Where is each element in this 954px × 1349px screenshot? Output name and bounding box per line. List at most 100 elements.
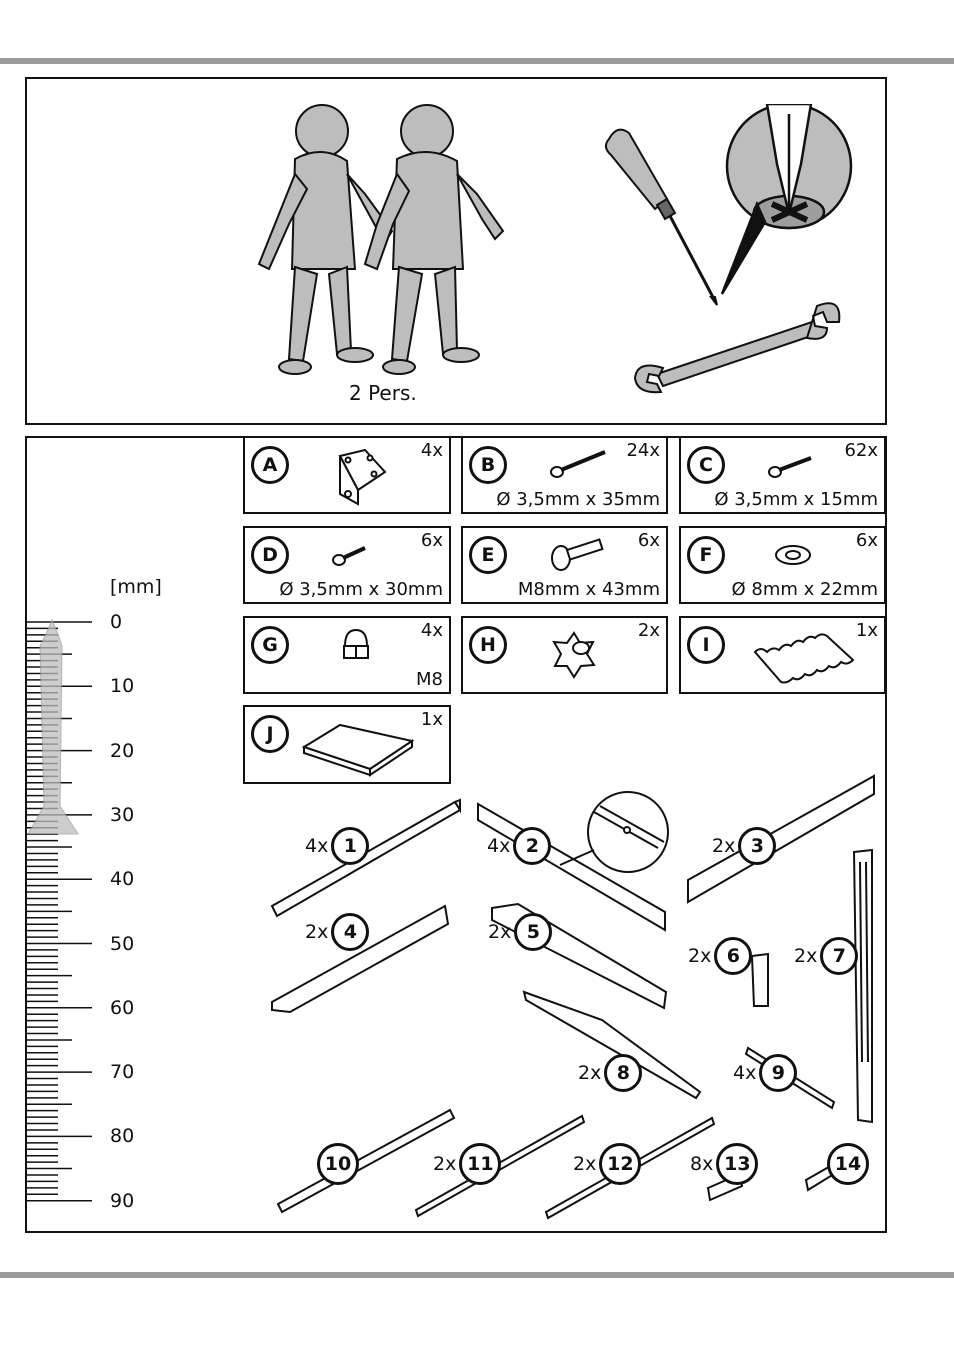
hardware-letter: F bbox=[687, 536, 725, 574]
hardware-qty: 2x bbox=[637, 620, 660, 641]
hardware-qty: 4x bbox=[420, 440, 443, 461]
hardware-letter: I bbox=[687, 626, 725, 664]
hardware-dimension: M8 bbox=[416, 669, 443, 690]
ruler-tick-label: 10 bbox=[110, 675, 135, 698]
plate-icon bbox=[301, 723, 415, 777]
people-count-label: 2 Pers. bbox=[349, 381, 417, 405]
part-number: 9 bbox=[759, 1054, 798, 1092]
hardware-box-h: H 2x bbox=[461, 616, 668, 694]
part-number: 14 bbox=[827, 1143, 869, 1185]
screw-head-detail-icon bbox=[720, 104, 853, 295]
hardware-qty: 24x bbox=[626, 440, 660, 461]
medium-screw-icon bbox=[332, 546, 366, 566]
angle-bracket-icon bbox=[338, 448, 387, 506]
screw-gauge-icon bbox=[27, 618, 79, 835]
hardware-dimension: Ø 3,5mm x 15mm bbox=[714, 489, 878, 510]
hardware-qty: 4x bbox=[420, 620, 443, 641]
hardware-box-c: C 62x Ø 3,5mm x 15mm bbox=[679, 436, 886, 514]
part-qty: 8x bbox=[690, 1153, 714, 1175]
hardware-box-f: F 6x Ø 8mm x 22mm bbox=[679, 526, 886, 604]
hardware-letter: C bbox=[687, 446, 725, 484]
part-qty: 2x bbox=[794, 945, 818, 967]
hardware-box-e: E 6x M8mm x 43mm bbox=[461, 526, 668, 604]
ruler-tick-label: 80 bbox=[110, 1125, 135, 1148]
hardware-box-j: J 1x bbox=[243, 705, 451, 784]
part-qty: 4x bbox=[487, 835, 511, 857]
ruler-tick-label: 90 bbox=[110, 1189, 135, 1212]
hardware-letter: B bbox=[469, 446, 507, 484]
part-qty: 2x bbox=[573, 1153, 597, 1175]
part-number: 3 bbox=[738, 827, 777, 865]
tools-panel: 2 Pers. bbox=[25, 77, 887, 425]
ruler-tick-label: 40 bbox=[110, 868, 135, 891]
hardware-qty: 1x bbox=[855, 620, 878, 641]
cap-nut-icon bbox=[343, 628, 369, 659]
hardware-letter: H bbox=[469, 626, 507, 664]
part-qty: 2x bbox=[578, 1062, 602, 1084]
wrench-icon bbox=[633, 302, 841, 394]
part-qty: 2x bbox=[305, 921, 329, 943]
hardware-letter: D bbox=[251, 536, 289, 574]
carriage-bolt-icon bbox=[551, 538, 604, 571]
star-knob-icon bbox=[552, 631, 596, 679]
part-qty: 2x bbox=[433, 1153, 457, 1175]
hardware-qty: 6x bbox=[855, 530, 878, 551]
ruler-tick-label: 20 bbox=[110, 739, 135, 762]
bottom-divider bbox=[0, 1272, 954, 1278]
ruler-scale bbox=[26, 618, 92, 1202]
hardware-qty: 62x bbox=[844, 440, 878, 461]
hardware-box-a: A 4x bbox=[243, 436, 451, 514]
part-number: 4 bbox=[331, 913, 370, 951]
hardware-letter: G bbox=[251, 626, 289, 664]
part-number: 11 bbox=[459, 1143, 502, 1185]
hardware-dimension: M8mm x 43mm bbox=[517, 579, 660, 600]
part-number: 5 bbox=[514, 913, 553, 951]
hardware-box-b: B 24x Ø 3,5mm x 35mm bbox=[461, 436, 668, 514]
part-number: 7 bbox=[820, 937, 859, 975]
part-10: 10 bbox=[314, 1143, 359, 1185]
ruler-tick-label: 60 bbox=[110, 996, 135, 1019]
hardware-box-g: G 4x M8 bbox=[243, 616, 451, 694]
part-14: 14 bbox=[824, 1143, 869, 1185]
hardware-box-d: D 6x Ø 3,5mm x 30mm bbox=[243, 526, 451, 604]
hardware-letter: E bbox=[469, 536, 507, 574]
part-number: 1 bbox=[331, 827, 370, 865]
ruler-tick-label: 70 bbox=[110, 1061, 135, 1084]
hardware-box-i: I 1x bbox=[679, 616, 886, 694]
part-number: 6 bbox=[714, 937, 753, 975]
long-screw-icon bbox=[550, 450, 606, 478]
hardware-letter: J bbox=[251, 715, 289, 753]
part-qty: 4x bbox=[305, 835, 329, 857]
two-persons-icon bbox=[257, 104, 505, 375]
top-divider bbox=[0, 58, 954, 64]
hardware-qty: 1x bbox=[420, 709, 443, 730]
part-number: 2 bbox=[513, 827, 552, 865]
ruler-tick-label: 50 bbox=[110, 932, 135, 955]
part-number: 10 bbox=[317, 1143, 359, 1185]
hardware-dimension: Ø 3,5mm x 35mm bbox=[496, 489, 660, 510]
part-qty: 2x bbox=[712, 835, 736, 857]
part-qty: 2x bbox=[688, 945, 712, 967]
short-screw-icon bbox=[768, 456, 812, 478]
hardware-dimension: Ø 8mm x 22mm bbox=[731, 579, 878, 600]
part-number: 13 bbox=[716, 1143, 759, 1185]
hardware-qty: 6x bbox=[420, 530, 443, 551]
washer-icon bbox=[775, 545, 811, 565]
hardware-letter: A bbox=[251, 446, 289, 484]
part-qty: 4x bbox=[733, 1062, 757, 1084]
hardware-dimension: Ø 3,5mm x 30mm bbox=[279, 579, 443, 600]
part-qty: 2x bbox=[488, 921, 512, 943]
part-number: 8 bbox=[604, 1054, 643, 1092]
ruler-tick-label: 0 bbox=[110, 611, 123, 633]
